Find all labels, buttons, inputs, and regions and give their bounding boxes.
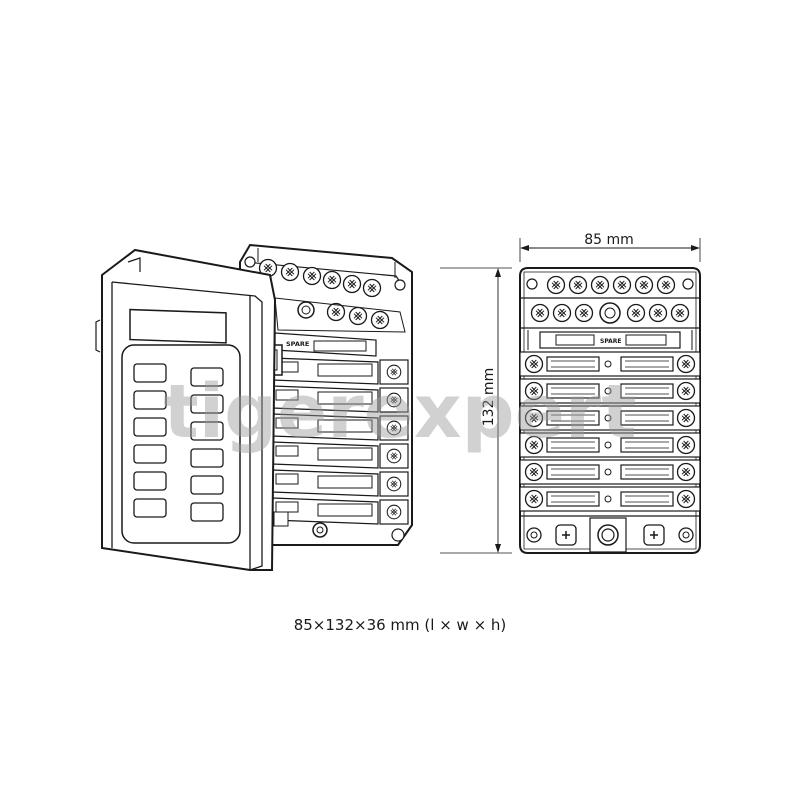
fuse-row xyxy=(271,413,409,441)
fuse-block-perspective-view: SPARE xyxy=(95,243,413,571)
fuse-label-boxes xyxy=(133,363,224,522)
height-label: 132 mm xyxy=(481,368,497,426)
watermark: tigerexpert xyxy=(163,369,636,455)
fuse-row xyxy=(271,497,409,525)
front-spare-slot: SPARE xyxy=(539,331,681,349)
fuse-block-front-view: SPARE xyxy=(519,267,701,554)
fuse-row xyxy=(519,405,701,431)
width-dimension: 85 mm xyxy=(519,232,701,262)
front-bottom-section xyxy=(520,515,700,553)
fuse-row xyxy=(271,469,409,497)
top-terminal-row xyxy=(244,256,406,298)
spare-label: SPARE xyxy=(286,340,309,348)
fuse-row xyxy=(519,459,701,485)
height-dimension: 132 mm xyxy=(440,267,512,554)
fuse-row xyxy=(519,432,701,458)
front-top-terminal-row xyxy=(526,275,694,295)
width-label: 85 mm xyxy=(584,232,634,248)
front-second-terminal-row xyxy=(530,302,690,324)
fuse-row xyxy=(271,385,409,413)
second-terminal-row xyxy=(274,297,406,333)
front-fuse-rows xyxy=(519,351,701,512)
dimensions-caption: 85×132×36 mm (l × w × h) xyxy=(294,616,507,634)
fuse-row xyxy=(519,486,701,512)
fuse-rows-perspective xyxy=(271,357,409,525)
fuse-row xyxy=(271,357,409,385)
fuse-row xyxy=(271,441,409,469)
fuse-row xyxy=(519,378,701,404)
fuse-block-cover xyxy=(95,248,277,571)
label-window xyxy=(129,308,227,344)
front-spare-label: SPARE xyxy=(600,338,622,345)
fuse-row xyxy=(519,351,701,377)
